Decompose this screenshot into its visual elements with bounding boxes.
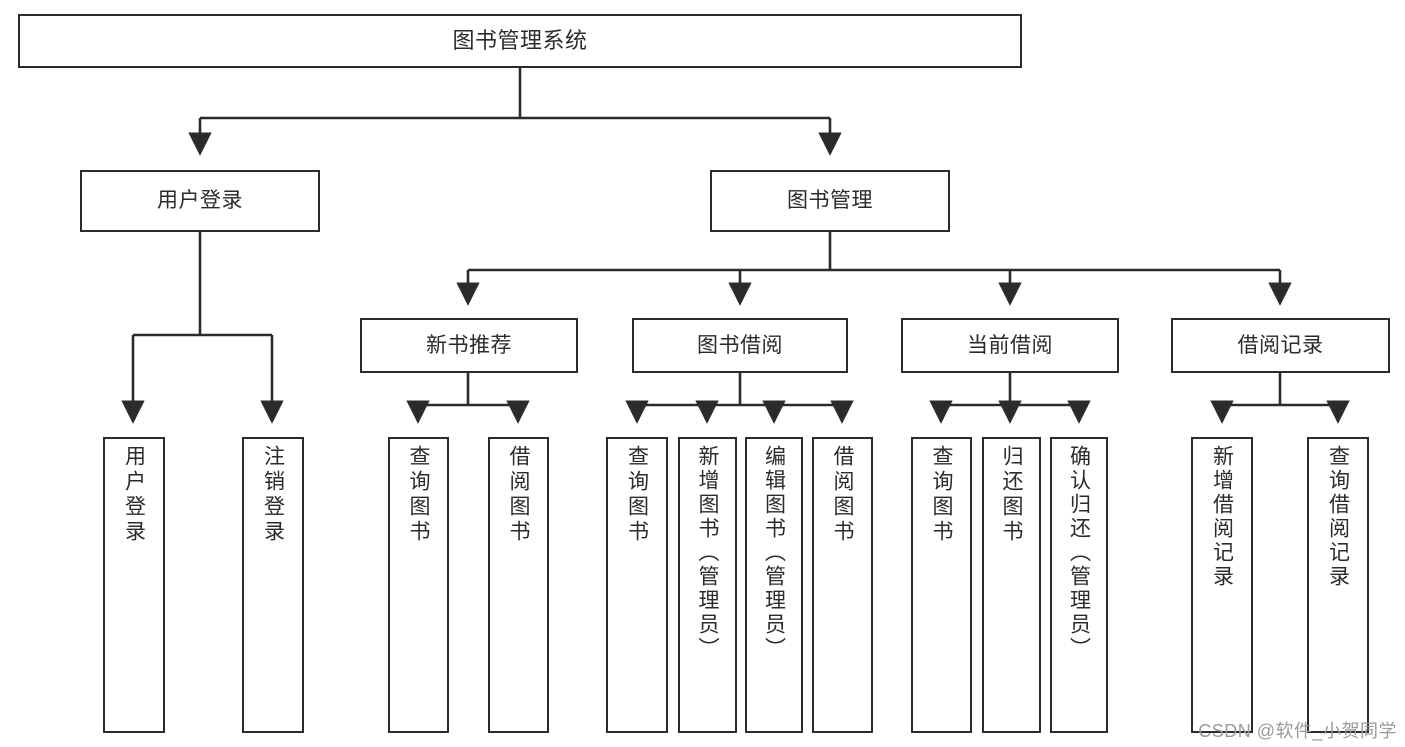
- node-current-borrow[interactable]: 当前借阅: [901, 318, 1119, 373]
- leaf-confirm-return-admin[interactable]: 确认归还（管理员）: [1050, 437, 1108, 733]
- node-label: 借阅记录: [1237, 333, 1324, 357]
- leaf-query-book-borrow[interactable]: 查询图书: [606, 437, 668, 733]
- leaf-user-login[interactable]: 用户登录: [103, 437, 165, 733]
- node-label: 用户登录: [157, 189, 243, 213]
- leaf-return-book[interactable]: 归还图书: [982, 437, 1041, 733]
- node-label: 新增借阅记录: [1210, 445, 1234, 589]
- node-label: 确认归还（管理员）: [1067, 445, 1091, 661]
- watermark-text: CSDN @软件_小贺同学: [1198, 721, 1397, 741]
- node-borrow-record[interactable]: 借阅记录: [1171, 318, 1390, 373]
- node-label: 归还图书: [1000, 445, 1023, 545]
- node-label: 图书管理系统: [452, 27, 588, 53]
- leaf-borrow-book[interactable]: 借阅图书: [812, 437, 873, 733]
- node-label: 图书管理: [787, 189, 873, 213]
- node-label: 新书推荐: [426, 333, 512, 357]
- node-book-borrow[interactable]: 图书借阅: [632, 318, 848, 373]
- node-root-system[interactable]: 图书管理系统: [18, 14, 1022, 68]
- node-label: 编辑图书（管理员）: [762, 445, 786, 661]
- leaf-query-book-recommend[interactable]: 查询图书: [388, 437, 449, 733]
- leaf-edit-book-admin[interactable]: 编辑图书（管理员）: [745, 437, 803, 733]
- leaf-borrow-book-recommend[interactable]: 借阅图书: [488, 437, 549, 733]
- node-label: 当前借阅: [967, 333, 1053, 357]
- leaf-add-book-admin[interactable]: 新增图书（管理员）: [678, 437, 737, 733]
- leaf-query-borrow-record[interactable]: 查询借阅记录: [1307, 437, 1369, 733]
- node-label: 查询图书: [930, 445, 953, 545]
- node-label: 用户登录: [122, 445, 146, 545]
- node-new-book-recommend[interactable]: 新书推荐: [360, 318, 578, 373]
- node-label: 图书借阅: [697, 333, 783, 357]
- leaf-add-borrow-record[interactable]: 新增借阅记录: [1191, 437, 1253, 733]
- node-label: 查询图书: [407, 445, 430, 545]
- node-user-login[interactable]: 用户登录: [80, 170, 320, 232]
- node-book-management[interactable]: 图书管理: [710, 170, 950, 232]
- node-label: 查询图书: [625, 445, 649, 545]
- node-label: 新增图书（管理员）: [696, 445, 719, 661]
- node-label: 查询借阅记录: [1326, 445, 1350, 589]
- leaf-query-book-current[interactable]: 查询图书: [911, 437, 972, 733]
- node-label: 借阅图书: [507, 445, 530, 545]
- leaf-logout-login[interactable]: 注销登录: [242, 437, 304, 733]
- node-label: 注销登录: [261, 445, 285, 545]
- node-label: 借阅图书: [831, 445, 854, 545]
